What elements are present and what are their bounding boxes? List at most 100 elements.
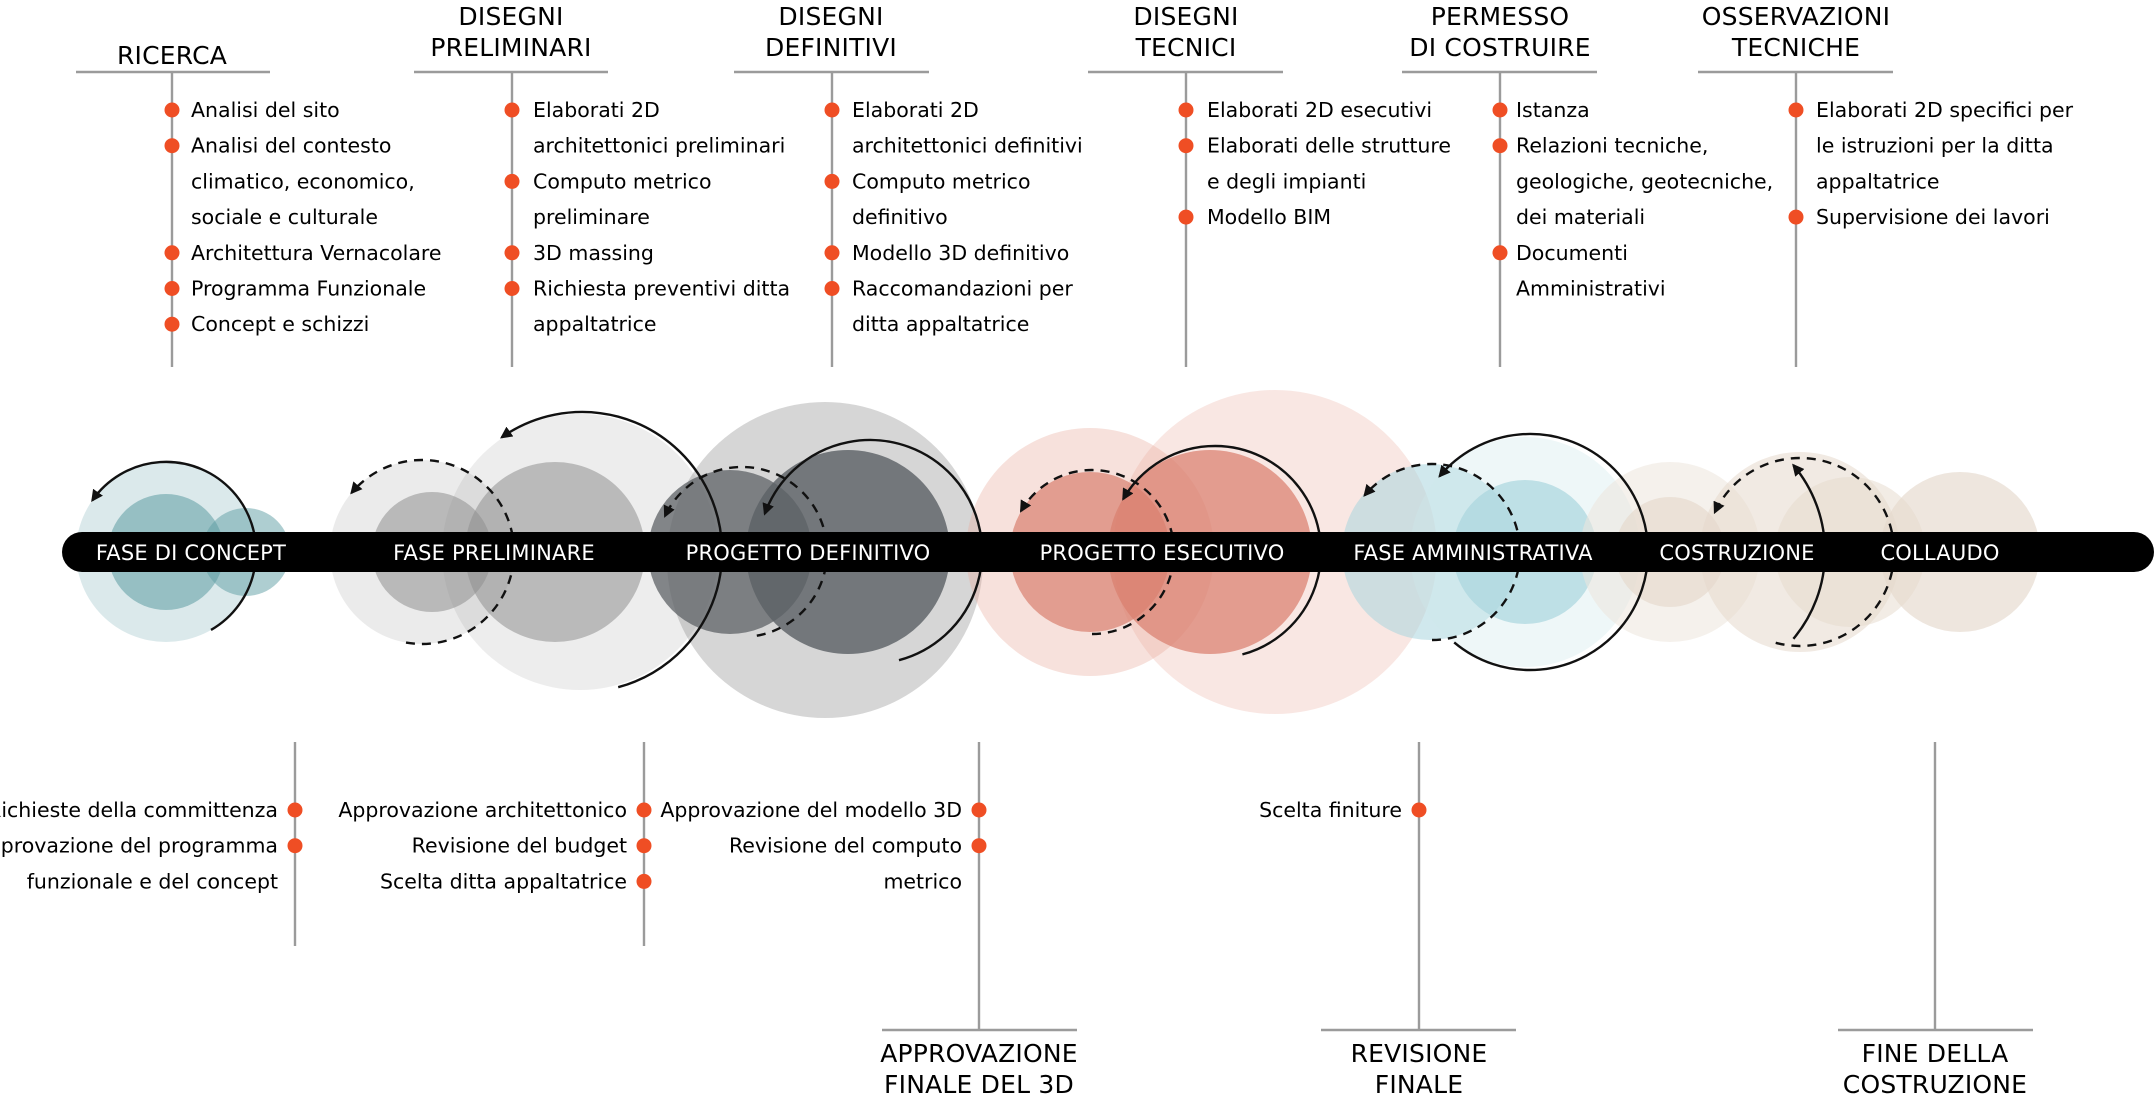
esecutivo-dashed-arrow (1019, 468, 1176, 636)
bullet-dot (1788, 102, 1804, 118)
bullet-dot (287, 838, 303, 854)
approval-item: Richieste della committenza (0, 798, 278, 822)
milestone-title: COSTRUZIONE (1843, 1070, 2027, 1099)
bullet-dot (1178, 138, 1194, 154)
deliverable-item: Modello BIM (1207, 205, 1331, 229)
top-group-title: DISEGNI (1133, 2, 1238, 31)
deliverable-item: sociale e culturale (191, 205, 378, 229)
deliverable-item: Relazioni tecniche, (1516, 134, 1708, 158)
deliverable-item: preliminare (533, 205, 650, 229)
top-group-title: DISEGNI (778, 2, 883, 31)
bullet-dot (504, 281, 520, 296)
preliminare-cycle-arrow (500, 410, 724, 689)
phase-label: COSTRUZIONE (1659, 541, 1814, 565)
bottom-group: Richieste della committenzaApprovazione … (0, 742, 303, 946)
timeline-bar: FASE DI CONCEPT FASE PRELIMINARE PROGETTO … (62, 532, 2154, 572)
deliverable-item: Istanza (1516, 98, 1590, 122)
bullet-dot (824, 102, 840, 118)
top-group-title: DISEGNI (458, 2, 563, 31)
deliverable-item: Programma Funzionale (191, 277, 426, 301)
bottom-approvals: Richieste della committenza Approvazione … (0, 742, 1427, 1030)
deliverable-item: Supervisione dei lavori (1816, 205, 2050, 229)
bullet-dot (1492, 138, 1508, 154)
bottom-group: Scelta finiture (1259, 742, 1427, 1030)
milestone-title: APPROVAZIONE (880, 1039, 1078, 1068)
deliverable-item: Elaborati 2D specifici per (1816, 98, 2074, 122)
bullet-dot (1788, 209, 1804, 225)
bullet-dot (971, 802, 987, 818)
deliverable-item: 3D massing (533, 241, 654, 265)
bullet-dot (504, 102, 520, 118)
bullet-dot (1492, 245, 1508, 261)
approval-item: Revisione del computo (729, 834, 962, 858)
milestone-title: FINALE DEL 3D (884, 1070, 1074, 1099)
milestone-title: FINALE (1375, 1070, 1463, 1099)
deliverable-item: appaltatrice (533, 312, 657, 336)
approval-item: funzionale e del concept (27, 869, 278, 893)
phase-label: FASE AMMINISTRATIVA (1353, 541, 1593, 565)
deliverable-item: climatico, economico, (191, 169, 415, 193)
phase-label: PROGETTO DEFINITIVO (686, 541, 931, 565)
approval-item: Scelta ditta appaltatrice (380, 869, 627, 893)
milestone-title: REVISIONE (1351, 1039, 1488, 1068)
top-group-title: RICERCA (117, 41, 227, 70)
bullet-dot (504, 173, 520, 189)
top-group-title: OSSERVAZIONI (1702, 2, 1890, 31)
deliverable-item: Concept e schizzi (191, 312, 369, 336)
approval-item: metrico (883, 869, 962, 893)
bullet-dot (287, 802, 303, 818)
deliverable-item: Computo metrico (852, 169, 1030, 193)
bullet-dot (504, 245, 520, 261)
definitivo-cycle-arrow (762, 438, 984, 662)
bullet-dot (164, 281, 180, 296)
deliverable-item: e degli impianti (1207, 169, 1366, 193)
deliverable-item: Computo metrico (533, 169, 711, 193)
deliverable-item: ditta appaltatrice (852, 312, 1029, 336)
bullet-dot (636, 873, 652, 889)
bottom-group: Approvazione del modello 3D Revisione del… (660, 742, 987, 1030)
top-group-title: TECNICHE (1731, 33, 1860, 62)
deliverable-item: architettonici definitivi (852, 134, 1083, 158)
approval-item: Revisione del budget (412, 834, 627, 858)
definitivo-dashed-arrow (663, 465, 829, 637)
deliverable-item: Richiesta preventivi ditta (533, 277, 790, 301)
deliverable-item: appaltatrice (1816, 169, 1940, 193)
phase-label: FASE PRELIMINARE (393, 541, 595, 565)
top-group-title: TECNICI (1135, 33, 1237, 62)
deliverable-item: definitivo (852, 205, 948, 229)
timeline-bar-bg (62, 532, 2154, 572)
amministrativa-dashed-arrow (1363, 462, 1522, 642)
bullet-dot (971, 838, 987, 854)
bullet-dot (1178, 102, 1194, 118)
deliverable-item: Raccomandazioni per (852, 277, 1073, 301)
approval-item: Scelta finiture (1259, 798, 1402, 822)
bullet-dot (636, 838, 652, 854)
bullet-dot (164, 102, 180, 118)
bullet-dot (824, 173, 840, 189)
deliverable-item: architettonici preliminari (533, 134, 785, 158)
top-group-title: DI COSTRUIRE (1409, 33, 1590, 62)
deliverable-item: Amministrativi (1516, 277, 1666, 301)
deliverable-item: Documenti (1516, 241, 1628, 265)
phase-label: FASE DI CONCEPT (96, 541, 286, 565)
approval-item: Approvazione del modello 3D (660, 798, 962, 822)
approval-item: Approvazione architettonico (338, 798, 627, 822)
top-group-title: PRELIMINARI (430, 33, 591, 62)
bullet-dot (164, 316, 180, 332)
costruzione-dashed-arrow (1713, 456, 1896, 648)
bullet-dot (1411, 802, 1427, 818)
bullet-dot (824, 245, 840, 261)
phase-label: PROGETTO ESECUTIVO (1040, 541, 1285, 565)
deliverable-item: Elaborati 2D (852, 98, 979, 122)
esecutivo-cycle-arrow (1122, 444, 1323, 656)
